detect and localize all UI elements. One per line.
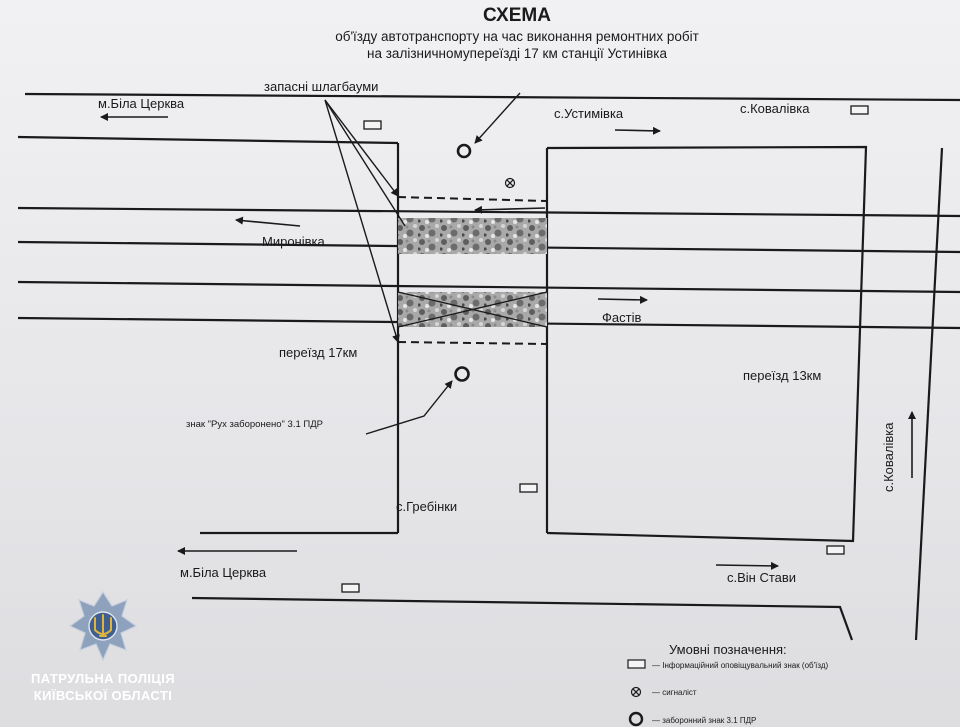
main-highway — [17, 92, 960, 145]
legend-forbid-sign: — заборонний знак 3.1 ПДР — [652, 716, 756, 725]
label-hrebinky: с.Гребінки — [396, 499, 457, 514]
detour-road — [191, 145, 944, 641]
repair-zone — [397, 218, 548, 328]
direction-arrows — [100, 113, 916, 570]
sign-label: знак "Рух заборонено" 3.1 ПДР — [186, 419, 323, 430]
label-crossing-17: переїзд 17км — [279, 345, 357, 360]
logo-line-2: КИЇВСЬКОЇ ОБЛАСТІ — [34, 688, 172, 703]
forbid-sign-bottom — [365, 366, 470, 435]
spare-barriers-label: запасні шлагбауми — [264, 79, 378, 94]
legend: Умовні позначення: — Інформаційний опові… — [627, 642, 829, 727]
spare-barriers — [397, 196, 548, 345]
legend-info-sign-icon — [627, 659, 646, 669]
label-myronivka: Миронівка — [262, 234, 325, 249]
legend-title: Умовні позначення: — [669, 642, 787, 657]
spare-barriers-leaders — [324, 99, 406, 343]
label-kovalivka-right: с.Ковалівка — [881, 422, 896, 492]
legend-info-sign: — Інформаційний оповіщувальний знак (об'… — [652, 661, 829, 670]
legend-signaller-icon — [630, 686, 642, 698]
subtitle-line-2: на залізничномупереїзді 17 км станції Ус… — [367, 46, 667, 61]
label-fastiv: Фастів — [602, 310, 641, 325]
label-ustymivka: с.Устимівка — [554, 106, 624, 121]
logo-line-1: ПАТРУЛЬНА ПОЛІЦІЯ — [31, 671, 175, 686]
legend-forbid-icon — [628, 711, 644, 727]
forbid-sign-top — [456, 92, 521, 159]
trident-icon — [94, 614, 112, 637]
signaller-icon — [504, 177, 516, 189]
label-crossing-13: переїзд 13км — [743, 368, 821, 383]
info-signs — [341, 105, 869, 593]
label-bila-tserkva-top: м.Біла Церква — [98, 96, 185, 111]
crossing-17-road — [200, 143, 549, 535]
subtitle-line-1: об'їзду автотранспорту на час виконання … — [335, 29, 699, 44]
label-kovalivka-top: с.Ковалівка — [740, 101, 810, 116]
police-logo: ПАТРУЛЬНА ПОЛІЦІЯ КИЇВСЬКОЇ ОБЛАСТІ — [31, 590, 175, 703]
legend-signaller: — сигналіст — [652, 688, 697, 697]
label-vin-stavy: с.Він Стави — [727, 570, 796, 585]
label-bila-tserkva-bottom: м.Біла Церква — [180, 565, 267, 580]
title: СХЕМА — [483, 5, 551, 26]
